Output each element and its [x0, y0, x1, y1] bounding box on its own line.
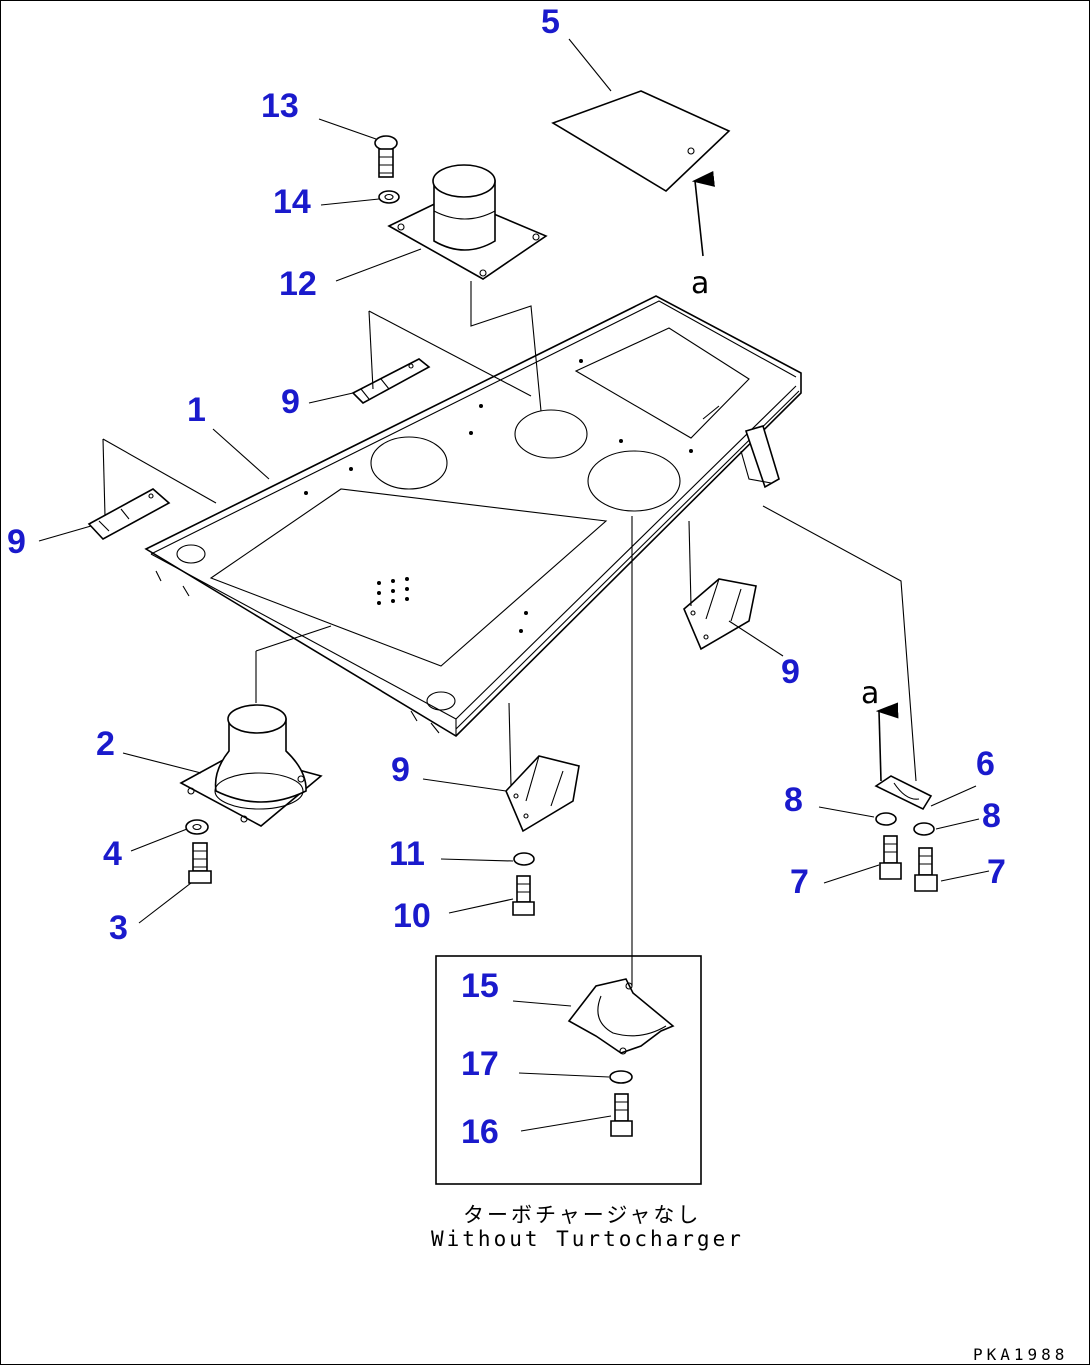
label-part-8-right: 8 [982, 797, 1001, 835]
part-12-adapter [387, 164, 548, 280]
part-11-washer [513, 852, 535, 866]
part-9-bracket-right [683, 578, 757, 651]
part-3-bolt [188, 842, 212, 884]
label-part-5: 5 [541, 3, 560, 41]
part-10-bolt [512, 875, 535, 916]
view-ref-a-top: a [691, 266, 710, 301]
inset-caption-japanese: ターボチャージャなし [463, 1203, 702, 1227]
label-part-8-left: 8 [784, 781, 803, 819]
part-13-bolt [374, 135, 398, 178]
label-part-2: 2 [96, 725, 115, 763]
part-9-bracket-lower [505, 755, 580, 833]
label-part-1: 1 [187, 391, 206, 429]
label-part-9-lower: 9 [391, 751, 410, 789]
part-2-mount [179, 704, 323, 827]
label-part-3: 3 [109, 909, 128, 947]
view-ref-a-bottom: a [861, 676, 880, 711]
label-part-17: 17 [461, 1045, 499, 1083]
part-7-bolt-right [914, 847, 938, 892]
label-part-12: 12 [279, 265, 317, 303]
label-part-7-left: 7 [790, 863, 809, 901]
inset-caption-english: Without Turtocharger [431, 1227, 744, 1251]
label-part-6: 6 [976, 745, 995, 783]
label-part-13: 13 [261, 87, 299, 125]
label-part-15: 15 [461, 967, 499, 1005]
inset-without-turbocharger [435, 955, 702, 1185]
part-9-bracket-upper [351, 358, 431, 404]
label-part-16: 16 [461, 1113, 499, 1151]
part-7-bolt-left [879, 835, 902, 880]
label-part-11: 11 [389, 835, 425, 873]
label-part-4: 4 [103, 835, 122, 873]
part-8-washer-left [875, 812, 897, 826]
label-part-9-right: 9 [781, 653, 800, 691]
label-part-10: 10 [393, 897, 431, 935]
label-part-14: 14 [273, 183, 311, 221]
label-part-7-right: 7 [987, 853, 1006, 891]
part-9-bracket-left [87, 488, 171, 540]
part-5-cover-plate [551, 90, 731, 192]
drawing-code: PKA1988 [973, 1345, 1069, 1364]
main-frame [144, 295, 802, 738]
label-part-9-upper: 9 [281, 383, 300, 421]
label-part-9-left: 9 [7, 523, 26, 561]
part-6-clamp [874, 775, 933, 811]
part-4-washer [185, 819, 209, 835]
part-8-washer-right [913, 822, 935, 836]
right-bracket-pipe [740, 425, 780, 489]
part-14-washer [378, 190, 400, 204]
